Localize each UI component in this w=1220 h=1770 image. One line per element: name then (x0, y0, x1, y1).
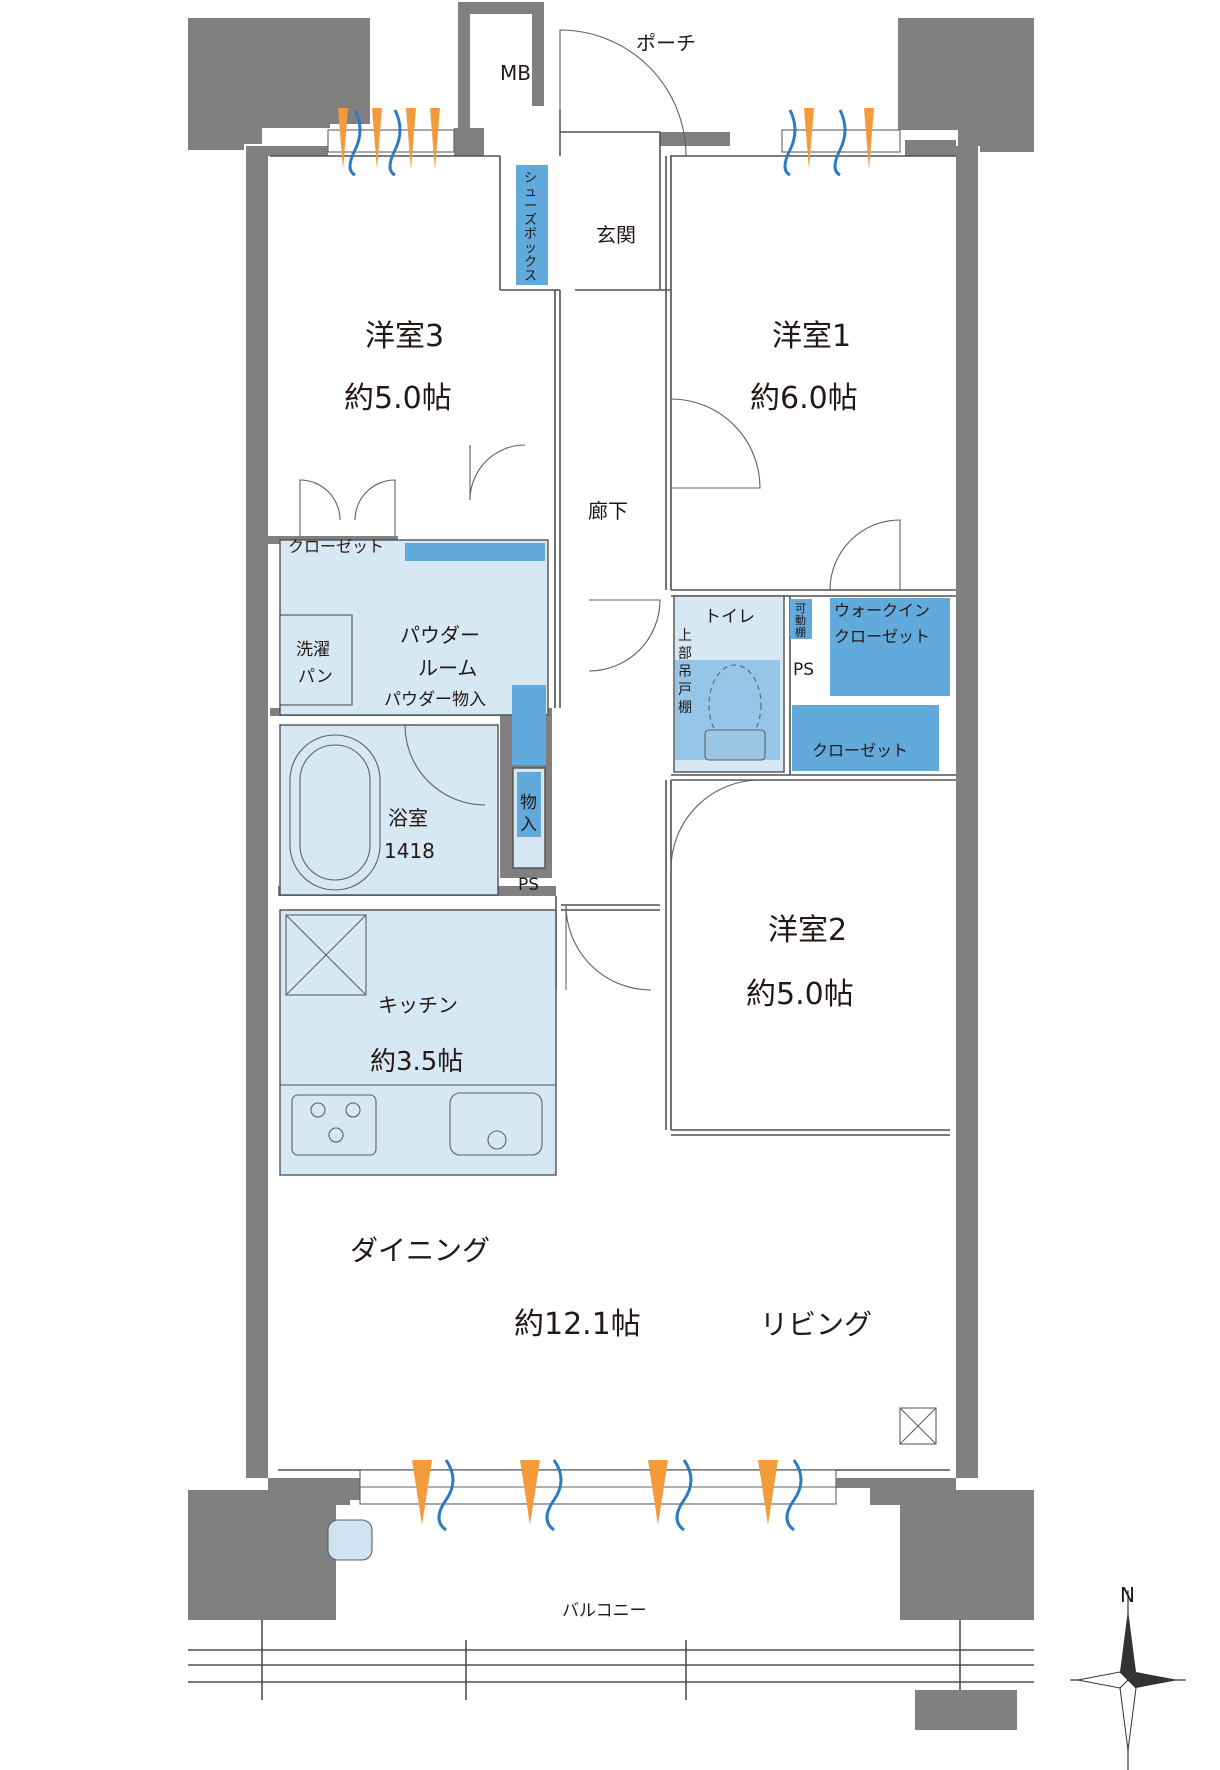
storage-label-1: 物 (520, 793, 537, 813)
shoebox-label: シ ュ ー ズ ボ ッ ク ス (524, 171, 537, 284)
dining-label: ダイニング (350, 1234, 490, 1267)
closet3-label: クローゼット (288, 537, 384, 556)
upper-cabinet-label: 上 部 吊 戸 棚 (678, 628, 692, 716)
walkin-label-1: ウォークイン (834, 601, 930, 620)
ventilation-arrows (338, 108, 874, 1532)
svg-text:ボ: ボ (524, 227, 537, 242)
compass-icon: N (1070, 1583, 1186, 1770)
balcony-railing (188, 1620, 1034, 1730)
doors (299, 29, 901, 991)
bath-label-2: 1418 (384, 839, 435, 863)
interior-lines (270, 110, 956, 1471)
western3-size: 約5.0帖 (344, 381, 452, 416)
svg-text:ス: ス (524, 269, 537, 284)
ps-toilet-label: PS (793, 660, 814, 680)
washer-pan-label-1: 洗濯 (296, 640, 330, 660)
powder-room-label-2: ルーム (418, 656, 477, 680)
svg-text:可: 可 (795, 602, 806, 615)
kitchen-name: キッチン (378, 993, 458, 1017)
movable-shelf-fill (790, 599, 812, 639)
walkin-label-2: クローゼット (834, 627, 930, 646)
north-label: N (1120, 1583, 1135, 1607)
movable-shelf-label: 可 動 棚 (795, 602, 806, 639)
room-labels: 洋室3 約5.0帖 洋室1 約6.0帖 洋室2 約5.0帖 キッチン 約3.5帖… (288, 31, 930, 1621)
svg-text:上: 上 (678, 628, 692, 644)
svg-text:吊: 吊 (678, 664, 692, 680)
svg-text:戸: 戸 (678, 682, 692, 698)
ps-bath-label: PS (518, 875, 539, 895)
ldk-size: 約12.1帖 (514, 1307, 641, 1342)
svg-text:棚: 棚 (678, 700, 692, 716)
storage-fill (517, 772, 541, 837)
balcony-label: バルコニー (562, 1601, 647, 1621)
toilet-label: トイレ (704, 607, 755, 627)
fixtures (279, 614, 937, 1561)
svg-text:ッ: ッ (524, 241, 537, 256)
powder-storage-label: パウダー物入 (384, 690, 486, 710)
svg-text:動: 動 (795, 613, 806, 627)
western1-name: 洋室1 (772, 319, 851, 354)
entrance-label: 玄関 (596, 223, 636, 247)
svg-text:ズ: ズ (524, 212, 537, 228)
svg-text:ー: ー (524, 199, 537, 214)
powder-room-label-1: パウダー (400, 623, 480, 647)
shoe-box-fill (516, 165, 548, 285)
svg-text:ュ: ュ (524, 185, 537, 200)
closet2-label: クローゼット (812, 741, 908, 760)
svg-text:ク: ク (524, 255, 537, 270)
western3-name: 洋室3 (365, 319, 444, 354)
storage-areas (279, 165, 950, 1176)
closet2-fill (792, 705, 939, 771)
hallway-label: 廊下 (588, 499, 628, 523)
svg-text:部: 部 (678, 646, 692, 662)
svg-text:棚: 棚 (795, 625, 806, 639)
washer-pan-label-2: パン (298, 667, 333, 687)
porch-label: ポーチ (636, 31, 696, 55)
western1-size: 約6.0帖 (750, 381, 858, 416)
svg-text:シ: シ (524, 171, 537, 186)
mb-label: MB (500, 61, 531, 85)
bath-label-1: 浴室 (388, 806, 428, 830)
living-label: リビング (760, 1308, 872, 1341)
kitchen-size: 約3.5帖 (370, 1047, 463, 1077)
storage-label-2: 入 (520, 815, 537, 835)
western2-size: 約5.0帖 (746, 977, 854, 1012)
western2-name: 洋室2 (768, 913, 847, 948)
windows (327, 129, 901, 1505)
walkin-fill (830, 598, 950, 696)
